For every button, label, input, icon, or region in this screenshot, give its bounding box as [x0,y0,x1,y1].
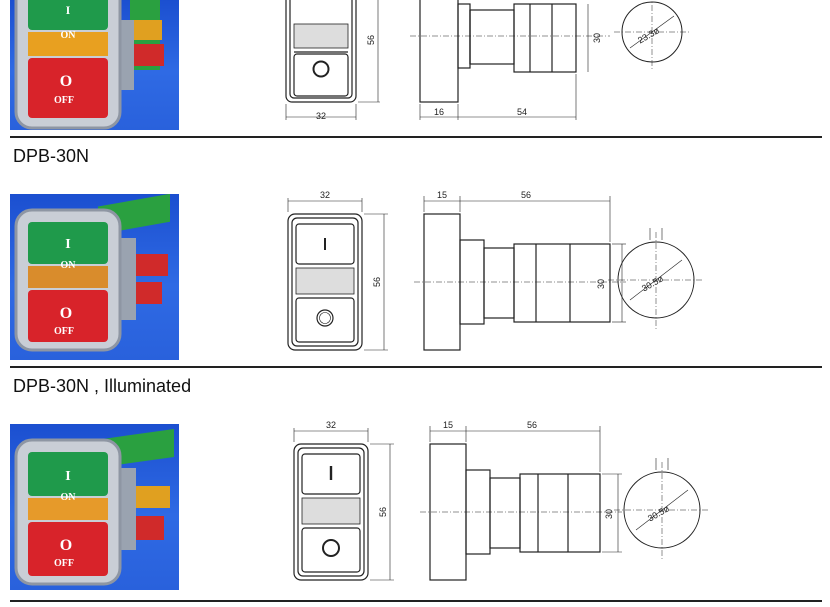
side-diameter-label: 30 [596,279,606,289]
off-label: OFF [54,95,74,106]
dimension-drawing: 32 56 16 54 30 23.3ø [285,0,690,121]
product-photo: I ON O OFF [10,0,179,130]
front-view [285,0,380,120]
section-2: DPB-30N I ON O OFF [0,140,830,370]
section-3: DPB-30N , Illuminated I ON O OFF [0,370,830,607]
side-diameter-label: 30 [604,509,614,519]
side-depth-label: 16 [434,107,444,117]
push-button-illustration: I ON O OFF [14,428,174,586]
push-button-illustration: I ON O OFF [14,0,164,130]
section-divider [10,366,822,368]
off-symbol: O [60,73,72,90]
side-view [410,0,610,120]
product-photo: I ON O OFF [10,424,179,590]
on-symbol: I [65,237,70,252]
section-title: DPB-30N , Illuminated [13,376,192,396]
side-body-label: 56 [521,190,531,200]
side-body-label: 56 [527,420,537,430]
side-depth-label: 15 [443,420,453,430]
off-symbol: O [60,537,72,554]
off-symbol: O [60,305,72,322]
front-height-label: 56 [378,507,388,517]
front-view [287,198,388,351]
off-label: OFF [54,558,74,569]
side-body-label: 54 [517,107,527,117]
front-width-label: 32 [320,190,330,200]
on-symbol: I [65,469,70,484]
front-view [293,428,394,581]
front-width-label: 32 [316,111,326,121]
side-view [414,196,626,351]
on-symbol: I [66,3,71,17]
cutout-label: 30.5ø [646,503,671,523]
off-label: OFF [54,326,74,337]
on-label: ON [61,30,77,41]
panel-cutout [614,458,710,560]
dimension-drawing: 32 56 15 56 30 30.5ø [287,190,704,351]
side-view [420,426,622,581]
panel-cutout [608,228,704,330]
side-diameter-label: 30 [592,33,602,43]
side-depth-label: 15 [437,190,447,200]
panel-cutout [614,0,690,70]
on-label: ON [61,492,77,503]
front-height-label: 56 [372,277,382,287]
push-button-illustration: I ON O OFF [14,194,170,352]
section-title: DPB-30N [13,146,90,166]
front-width-label: 32 [326,420,336,430]
front-height-label: 56 [366,35,376,45]
cutout-label: 30.5ø [640,273,665,293]
on-label: ON [61,260,77,271]
section-divider [10,136,822,138]
section-1: I ON O OFF 32 56 [0,0,830,140]
section-divider [10,600,822,602]
dimension-drawing: 32 56 15 56 30 30.5ø [293,420,710,581]
product-photo: I ON O OFF [10,194,179,360]
cutout-label: 23.3ø [636,25,661,45]
